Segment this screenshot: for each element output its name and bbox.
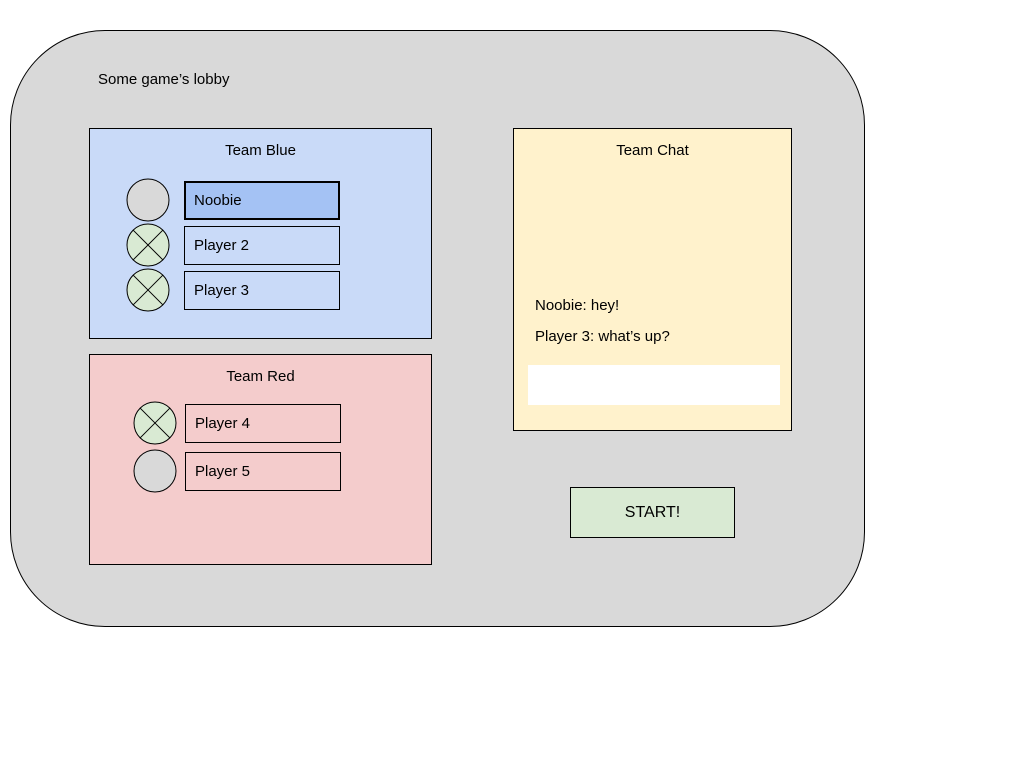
team-chat-title: Team Chat xyxy=(616,142,689,159)
player-name: Player 3 xyxy=(194,281,250,299)
player-name: Player 4 xyxy=(195,414,251,432)
ready-indicator-icon xyxy=(133,401,177,445)
player-row: Player 2 xyxy=(126,223,340,267)
player-name-box[interactable]: Player 3 xyxy=(184,270,340,310)
ready-indicator-icon xyxy=(126,223,170,267)
team-blue-title: Team Blue xyxy=(225,142,296,159)
player-name-box[interactable]: Noobie xyxy=(184,180,340,220)
player-name-box[interactable]: Player 2 xyxy=(184,225,340,265)
player-row: Noobie xyxy=(126,178,340,222)
player-name-box[interactable]: Player 5 xyxy=(185,451,341,491)
chat-input[interactable] xyxy=(528,365,780,405)
ready-indicator-icon xyxy=(126,178,170,222)
team-red-panel: Team Red Player 4 xyxy=(89,354,432,565)
chat-message-list: Noobie: hey! Player 3: what’s up? xyxy=(535,290,670,352)
player-row: Player 4 xyxy=(133,401,341,445)
lobby-container: Some game’s lobby Team Blue Noobie xyxy=(10,30,865,627)
ready-indicator-icon xyxy=(126,268,170,312)
team-chat-panel: Team Chat Noobie: hey! Player 3: what’s … xyxy=(513,128,792,431)
ready-indicator-icon xyxy=(133,449,177,493)
player-name: Player 2 xyxy=(194,236,250,254)
chat-message: Player 3: what’s up? xyxy=(535,328,670,345)
start-button-label: START! xyxy=(624,503,681,521)
player-name: Player 5 xyxy=(195,462,251,480)
player-row: Player 5 xyxy=(133,449,341,493)
chat-message: Noobie: hey! xyxy=(535,297,620,314)
team-blue-panel: Team Blue Noobie xyxy=(89,128,432,339)
team-red-title: Team Red xyxy=(226,368,295,385)
player-name-box[interactable]: Player 4 xyxy=(185,403,341,443)
player-row: Player 3 xyxy=(126,268,340,312)
start-button[interactable]: START! xyxy=(570,487,735,538)
player-name: Noobie xyxy=(194,191,242,209)
lobby-title: Some game’s lobby xyxy=(98,71,230,88)
